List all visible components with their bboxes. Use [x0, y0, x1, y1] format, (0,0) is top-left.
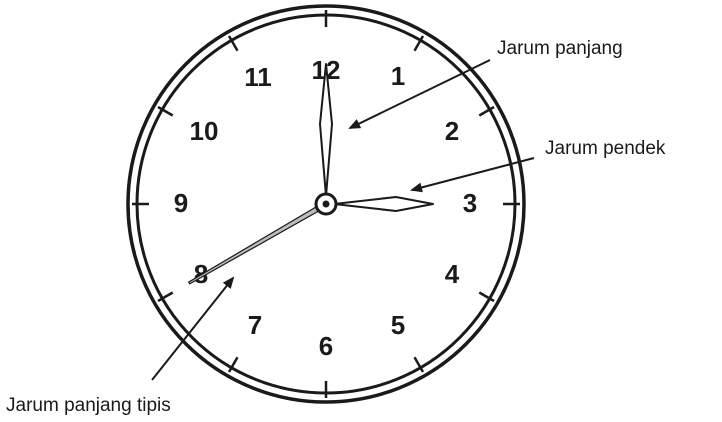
- minute-hand-label: Jarum panjang: [497, 38, 623, 59]
- number-3: 3: [463, 188, 477, 218]
- number-6: 6: [319, 331, 333, 361]
- number-10: 10: [190, 116, 219, 146]
- number-5: 5: [391, 310, 405, 340]
- center-pivot: [316, 194, 336, 214]
- second-hand-label: Jarum panjang tipis: [6, 395, 171, 416]
- number-9: 9: [174, 188, 188, 218]
- number-4: 4: [445, 259, 460, 289]
- number-11: 11: [244, 62, 272, 92]
- number-7: 7: [248, 310, 262, 340]
- number-2: 2: [445, 116, 459, 146]
- number-1: 1: [391, 61, 405, 91]
- hour-hand-label: Jarum pendek: [545, 138, 666, 159]
